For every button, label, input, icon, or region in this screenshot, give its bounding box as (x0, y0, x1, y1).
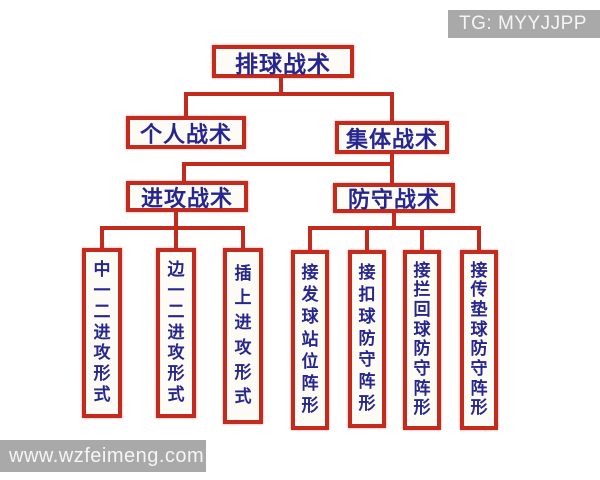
node-label: 个人战术 (139, 122, 232, 148)
connector (390, 92, 394, 123)
connector (100, 226, 104, 250)
connector (365, 226, 369, 252)
watermark-top-right: TG: MYYJJPP (448, 10, 600, 38)
leaf-side-1-2-attack-form: 边一二进攻形式 (156, 248, 196, 418)
leaf-insert-attack-form: 插上进攻形式 (223, 248, 263, 424)
connector (100, 226, 245, 230)
connector (174, 226, 178, 250)
connector (477, 226, 481, 252)
connector (308, 226, 312, 252)
connector (308, 226, 481, 230)
connector (390, 152, 394, 166)
leaf-pass-dig-defense-formation: 接传垫球防守阵形 (460, 250, 498, 430)
leaf-serve-receive-formation: 接发球站位阵形 (291, 250, 329, 430)
leaf-block-return-defense-formation: 接拦回球防守阵形 (403, 250, 441, 430)
node-label: 集体战术 (345, 127, 438, 153)
leaf-spike-receive-defense-formation: 接扣球防守阵形 (348, 250, 386, 428)
node-label: 防守战术 (347, 188, 440, 213)
connector (184, 92, 188, 118)
connector (182, 162, 394, 166)
connector (390, 162, 394, 185)
watermark-bottom-left: www.wzfeimeng.com (0, 440, 206, 472)
watermark-text: TG: MYYJJPP (459, 13, 587, 34)
node-individual-tactics: 个人战术 (126, 116, 246, 149)
connector (241, 226, 245, 250)
leaf-middle-1-2-attack-form: 中一二进攻形式 (82, 248, 122, 418)
node-volleyball-tactics: 排球战术 (212, 45, 354, 78)
node-defense-tactics: 防守战术 (333, 183, 455, 213)
connector (184, 92, 394, 96)
connector (182, 162, 186, 183)
node-collective-tactics: 集体战术 (335, 121, 449, 154)
node-attack-tactics: 进攻战术 (126, 181, 248, 212)
node-label: 排球战术 (235, 51, 331, 78)
connector (174, 210, 178, 230)
node-label: 进攻战术 (140, 186, 233, 212)
watermark-text: www.wzfeimeng.com (9, 444, 205, 467)
connector (279, 75, 283, 96)
connector (420, 226, 424, 252)
connector (392, 211, 396, 230)
